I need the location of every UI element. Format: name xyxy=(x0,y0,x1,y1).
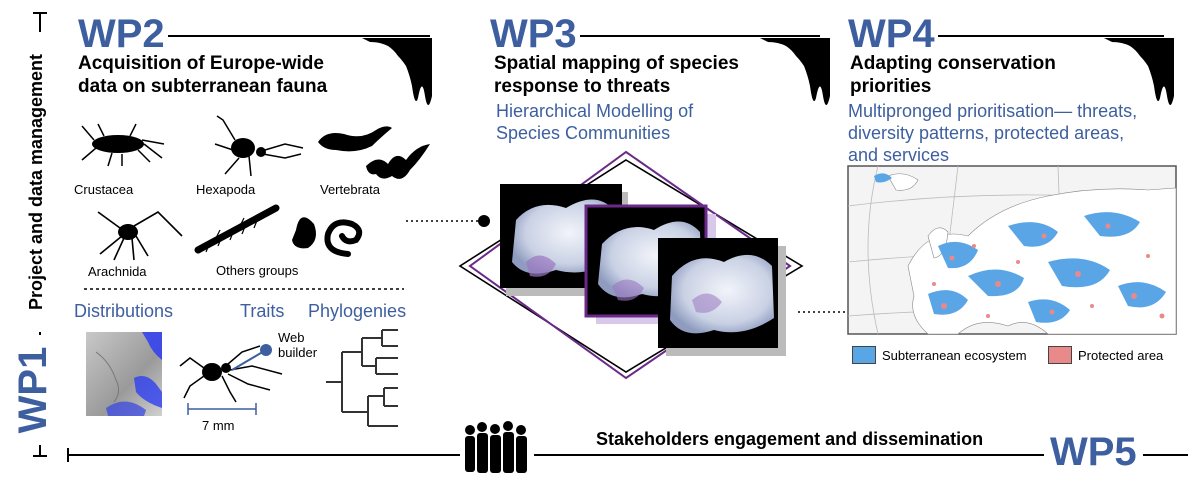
vertebrata-icon xyxy=(318,126,430,179)
stakeholders-icon xyxy=(460,420,534,474)
data-type-distributions: Distributions xyxy=(74,301,174,321)
web-builder-label-line2: builder xyxy=(278,345,318,360)
group-label-crustacea: Crustacea xyxy=(74,182,134,197)
phylogeny-tree-icon xyxy=(326,329,398,427)
wp2-dotted-divider xyxy=(84,288,404,290)
wp4-subtitle-line2: diversity patterns, protected areas, xyxy=(848,123,1125,143)
wp2-label: WP2 xyxy=(78,12,165,56)
group-label-hexapoda: Hexapoda xyxy=(196,182,256,197)
wp5-label: WP5 xyxy=(1044,432,1143,472)
group-label-vertebrata: Vertebrata xyxy=(320,182,380,197)
cave-icon xyxy=(760,38,830,105)
wp5-caption: Stakeholders engagement and disseminatio… xyxy=(592,428,988,451)
connector-wp2-wp3 xyxy=(406,215,490,227)
wp4-rule xyxy=(938,35,1164,37)
distribution-map-image xyxy=(86,332,162,416)
legend-swatch-protected xyxy=(1048,346,1072,364)
data-type-traits: Traits xyxy=(240,301,285,321)
group-label-arachnida: Arachnida xyxy=(88,264,147,279)
wp4-label: WP4 xyxy=(848,12,935,56)
wp2-heading-line2: data on subterranean fauna xyxy=(78,76,328,97)
wp4-heading-line1: Adapting conservation xyxy=(850,53,1056,74)
web-builder-label-line1: Web xyxy=(278,330,305,345)
wp5-baseline xyxy=(67,448,1188,462)
wp1-side-label: Project and data management xyxy=(26,32,50,332)
model-maps-graphic xyxy=(458,150,804,380)
other-groups-icon xyxy=(194,204,363,257)
scale-bar xyxy=(187,403,257,415)
wp3-subtitle-line1: Hierarchical Modelling of xyxy=(496,101,694,121)
scale-label: 7 mm xyxy=(202,418,235,433)
wp4-heading-line2: priorities xyxy=(850,76,932,97)
wp3-subtitle-line2: Species Communities xyxy=(496,123,671,143)
cave-icon xyxy=(1104,38,1174,105)
legend-swatch-subterranean xyxy=(852,346,876,364)
wp3-heading-line2: response to threats xyxy=(494,76,671,97)
data-type-phylogenies: Phylogenies xyxy=(308,301,407,321)
crustacea-icon xyxy=(81,123,165,167)
wp1-label: WP1 xyxy=(11,335,55,445)
hexapoda-icon xyxy=(214,115,304,177)
wp3-rule xyxy=(580,35,820,37)
group-label-others: Others groups xyxy=(216,263,299,278)
wp4-subtitle-line3: and services xyxy=(848,145,950,165)
cave-icon xyxy=(362,38,432,105)
wp2-rule xyxy=(168,35,430,37)
europe-priority-map xyxy=(847,165,1177,335)
wp3-label: WP3 xyxy=(490,12,577,56)
legend-label-protected: Protected area xyxy=(1078,348,1164,363)
legend-label-subterranean: Subterranean ecosystem xyxy=(882,348,1027,363)
web-builder-pointer xyxy=(231,344,272,371)
wp4-subtitle-line1: Multipronged prioritisation— threats, xyxy=(848,101,1138,121)
trait-spider-icon xyxy=(179,345,283,403)
arachnida-icon xyxy=(97,210,183,261)
wp3-heading-line1: Spatial mapping of species xyxy=(494,53,739,74)
wp2-heading-line1: Acquisition of Europe-wide xyxy=(78,53,324,74)
